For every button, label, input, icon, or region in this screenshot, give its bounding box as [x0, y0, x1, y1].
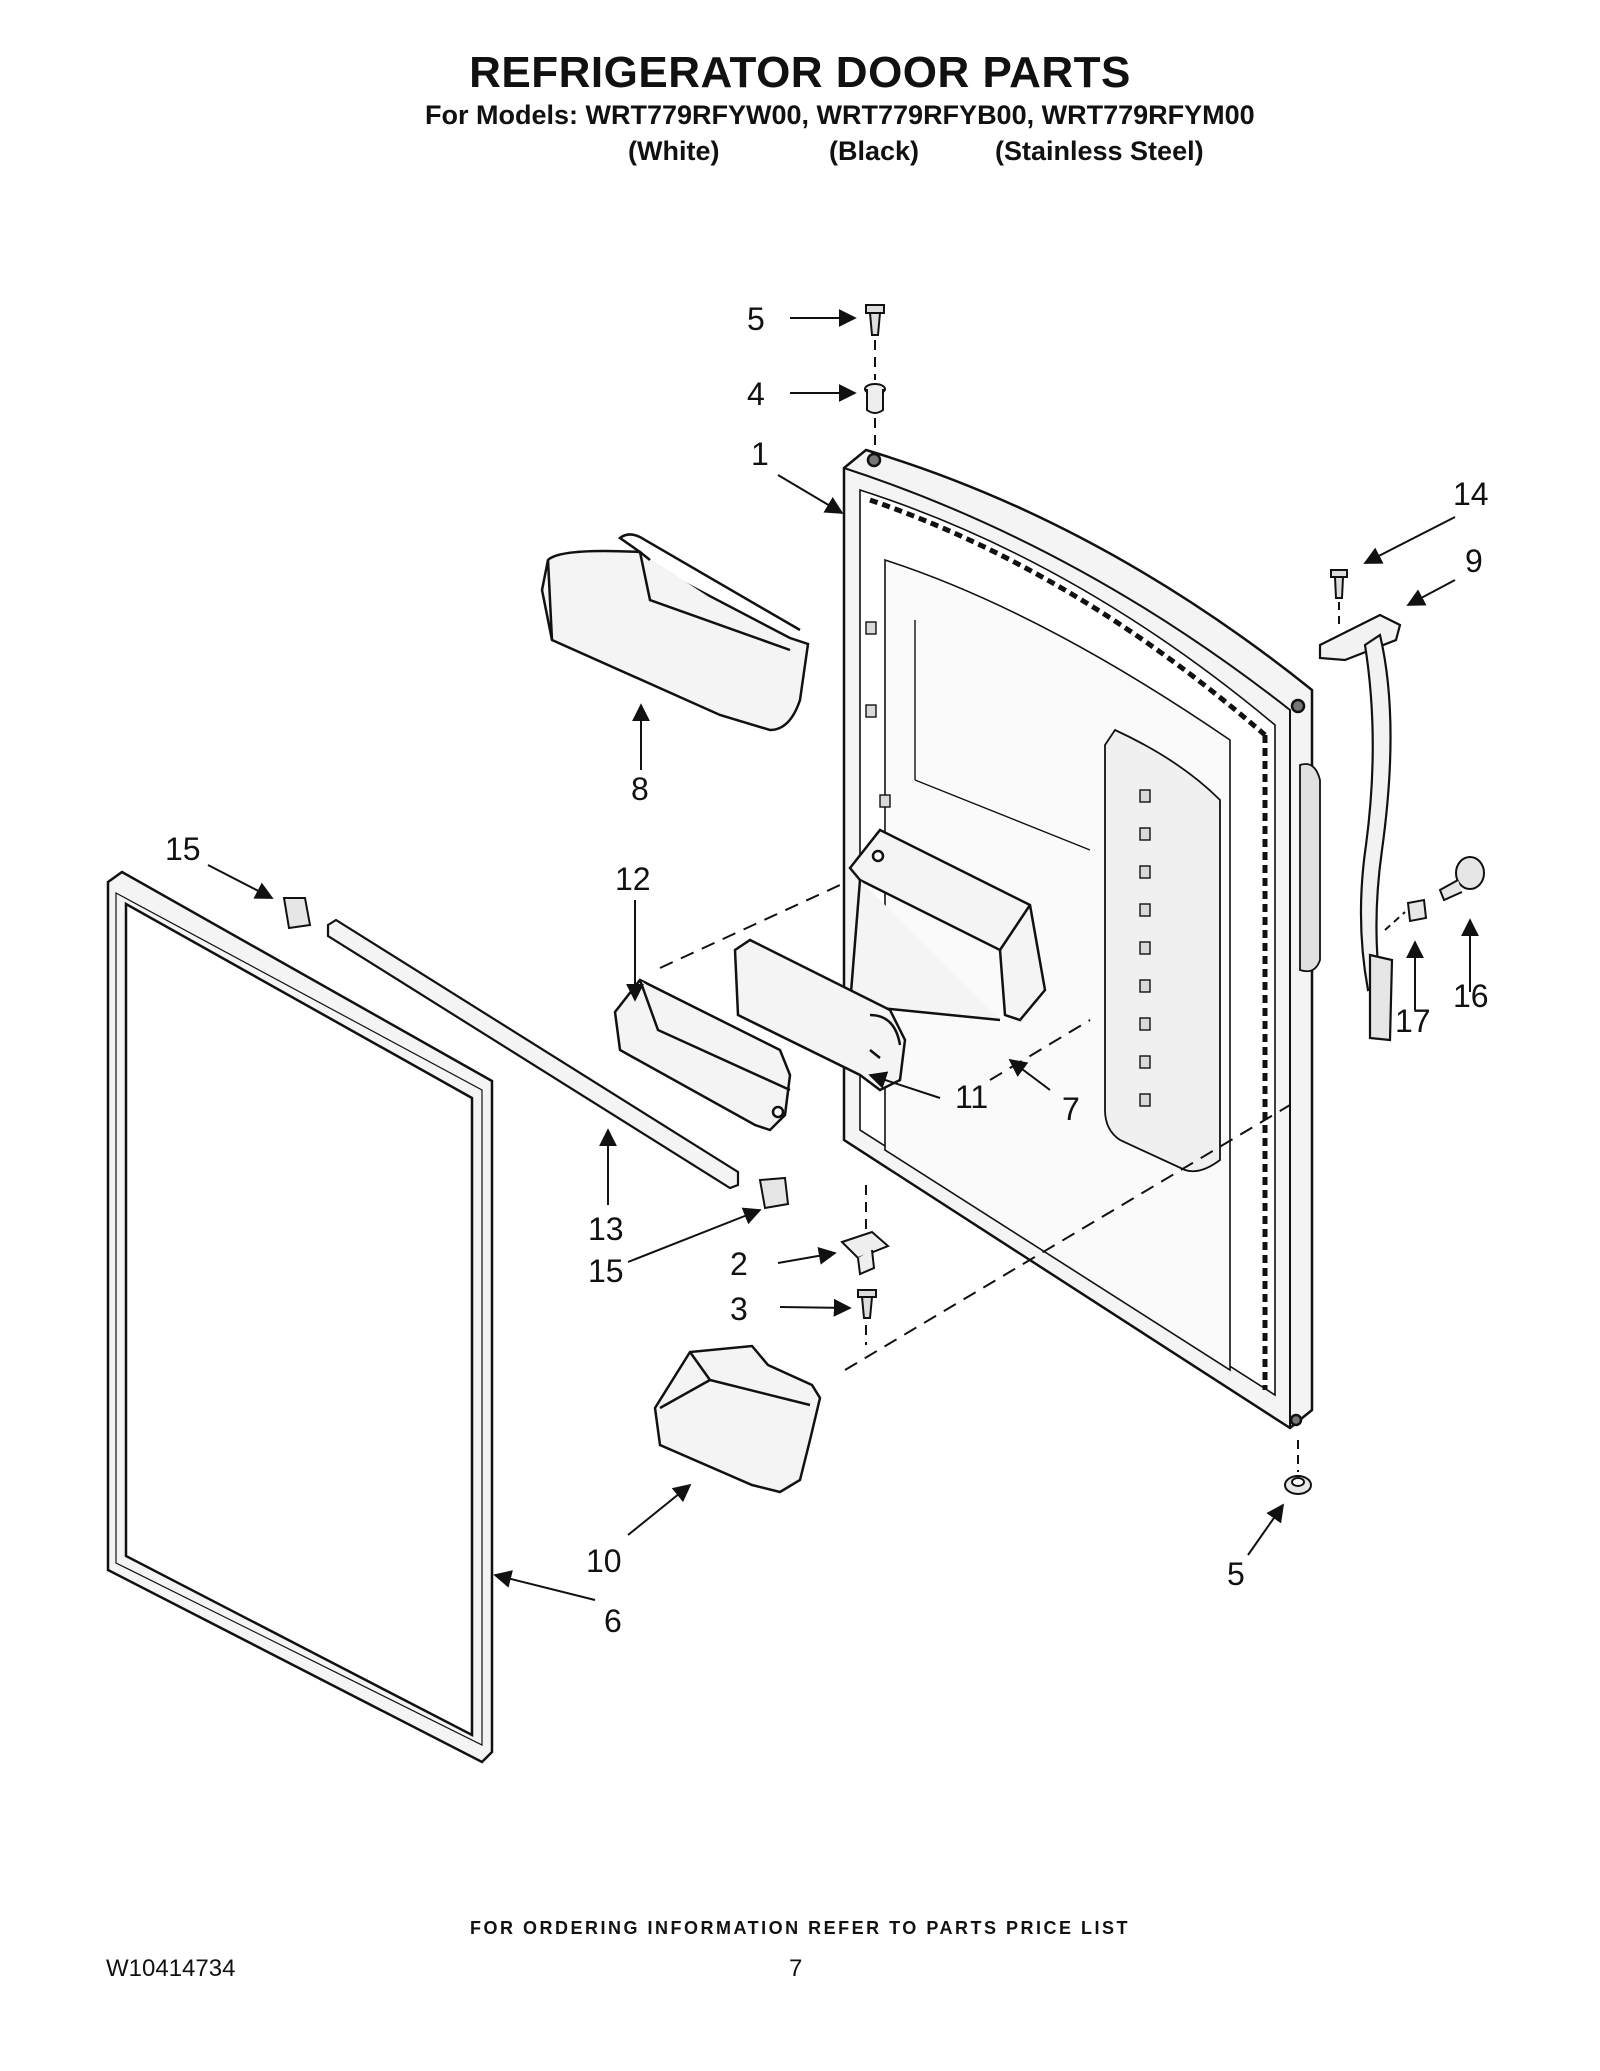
callout-4: 4 — [747, 376, 765, 412]
callout-13: 13 — [588, 1211, 624, 1247]
callout-8: 8 — [631, 771, 649, 807]
callout-5-bottom: 5 — [1227, 1556, 1245, 1592]
variant-black: (Black) — [829, 136, 920, 166]
handle-mount-screw — [1330, 569, 1348, 599]
callout-5-top: 5 — [747, 301, 765, 337]
callout-3: 3 — [730, 1291, 748, 1327]
callout-16: 16 — [1453, 978, 1489, 1014]
callout-2: 2 — [730, 1246, 748, 1282]
callout-14: 14 — [1453, 476, 1489, 512]
callout-11: 11 — [955, 1079, 988, 1115]
door-bin — [540, 533, 810, 732]
door-gasket — [106, 870, 494, 1764]
model-list: For Models: WRT779RFYW00, WRT779RFYB00, … — [425, 100, 1255, 130]
handle-stop-knob — [1438, 856, 1485, 902]
callout-1: 1 — [751, 436, 769, 472]
page-title: REFRIGERATOR DOOR PARTS — [469, 48, 1131, 97]
document-number: W10414734 — [106, 1955, 236, 1982]
variant-stainless: (Stainless Steel) — [995, 136, 1204, 166]
lower-door-bin — [653, 1344, 822, 1494]
callout-15-top: 15 — [165, 831, 201, 867]
door-screw-bottom — [1284, 1475, 1312, 1495]
trim-end-cap-right — [758, 1176, 790, 1210]
handle — [1318, 613, 1402, 1042]
callout-17: 17 — [1395, 1003, 1431, 1039]
trim-end-cap-left — [282, 897, 312, 930]
refrigerator-door — [842, 448, 1321, 1430]
shelf-trim — [326, 918, 740, 1190]
ordering-note: FOR ORDERING INFORMATION REFER TO PARTS … — [469, 1918, 1130, 1938]
callout-12: 12 — [615, 861, 651, 897]
lower-hinge-bracket — [840, 1230, 890, 1276]
page-number: 7 — [789, 1955, 803, 1982]
compartment-bin — [733, 938, 907, 1092]
handle-spring — [1406, 898, 1428, 923]
callout-6: 6 — [604, 1603, 622, 1639]
hinge-pin-bushing — [864, 383, 886, 414]
variant-white: (White) — [628, 136, 720, 166]
callout-15-bottom: 15 — [588, 1253, 624, 1289]
callout-10: 10 — [586, 1543, 622, 1579]
lower-hinge-screw — [857, 1289, 877, 1319]
compartment-cover — [613, 978, 792, 1132]
door-screw-top — [865, 304, 885, 336]
callout-arrows — [207, 309, 1479, 1601]
callout-9: 9 — [1465, 543, 1483, 579]
callout-7: 7 — [1062, 1091, 1080, 1127]
